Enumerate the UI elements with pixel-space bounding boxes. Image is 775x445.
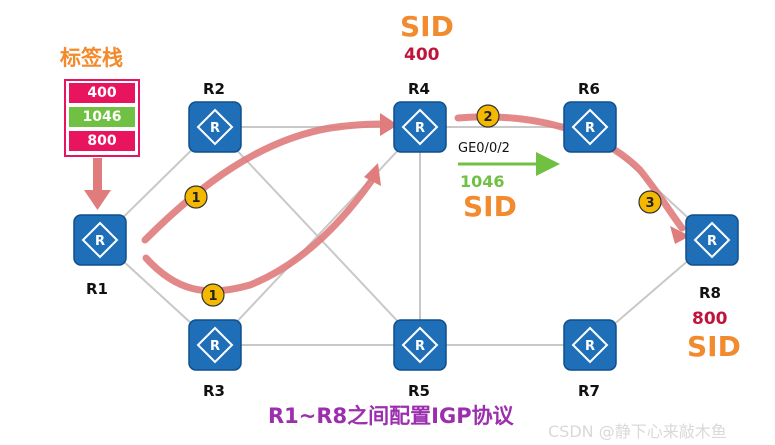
label-stack-title: 标签栈 — [60, 46, 123, 70]
path-arrowhead-a — [380, 113, 398, 136]
adjacency-sid-value: 1046 — [460, 172, 505, 191]
router-r6-icon[interactable] — [563, 101, 617, 153]
path-arrow-r1-r2-r4 — [141, 120, 386, 244]
router-r1-icon[interactable] — [73, 214, 127, 266]
step-badge-1a: 1 — [184, 185, 208, 209]
router-r2-label: R2 — [203, 80, 225, 98]
router-r5-label: R5 — [408, 382, 430, 400]
router-r7-icon[interactable] — [563, 319, 617, 371]
stack-down-arrow — [84, 158, 111, 210]
svg-text:1: 1 — [191, 191, 200, 206]
svg-text:2: 2 — [483, 110, 492, 125]
router-r2-icon[interactable] — [188, 101, 242, 153]
link-r3-r4 — [214, 126, 421, 346]
router-r5-icon[interactable] — [393, 319, 447, 371]
step-badge-1b: 1 — [201, 283, 225, 307]
svg-text:3: 3 — [645, 196, 654, 211]
igp-caption: R1~R8之间配置IGP协议 — [268, 404, 514, 428]
router-r4-icon[interactable] — [393, 101, 447, 153]
router-r7-label: R7 — [578, 382, 600, 400]
router-r8-icon[interactable] — [685, 214, 739, 266]
path-arrowhead-b — [364, 163, 381, 186]
router-r3-icon[interactable] — [188, 319, 242, 371]
router-r6-label: R6 — [578, 80, 600, 98]
watermark: CSDN @静下心来敲木鱼 — [548, 422, 727, 441]
svg-text:1: 1 — [208, 289, 217, 304]
router-r1-label: R1 — [86, 280, 108, 298]
r8-sid-word: SID — [687, 330, 741, 363]
adjacency-sid-word: SID — [463, 190, 517, 223]
r8-sid-value: 800 — [692, 309, 728, 329]
adjacency-interface: GE0/0/2 — [458, 141, 510, 156]
router-r8-label: R8 — [699, 284, 721, 302]
label-stack-entry: 1046 — [69, 107, 135, 127]
router-r3-label: R3 — [203, 382, 225, 400]
path-arrow-r1-r3-r4 — [142, 176, 376, 295]
links — [99, 126, 713, 346]
router-r4-label: R4 — [408, 80, 430, 98]
path-arrowhead-c — [670, 226, 690, 244]
label-stack-entry: 400 — [69, 83, 135, 103]
step-badge-3: 3 — [638, 190, 662, 214]
r4-sid-word: SID — [400, 10, 454, 43]
label-stack: 400 1046 800 — [64, 79, 140, 157]
path-arrow-r4-r6-r8 — [454, 113, 686, 232]
r4-sid-value: 400 — [404, 45, 440, 65]
label-stack-entry: 800 — [69, 131, 135, 151]
step-badge-2: 2 — [476, 104, 500, 128]
